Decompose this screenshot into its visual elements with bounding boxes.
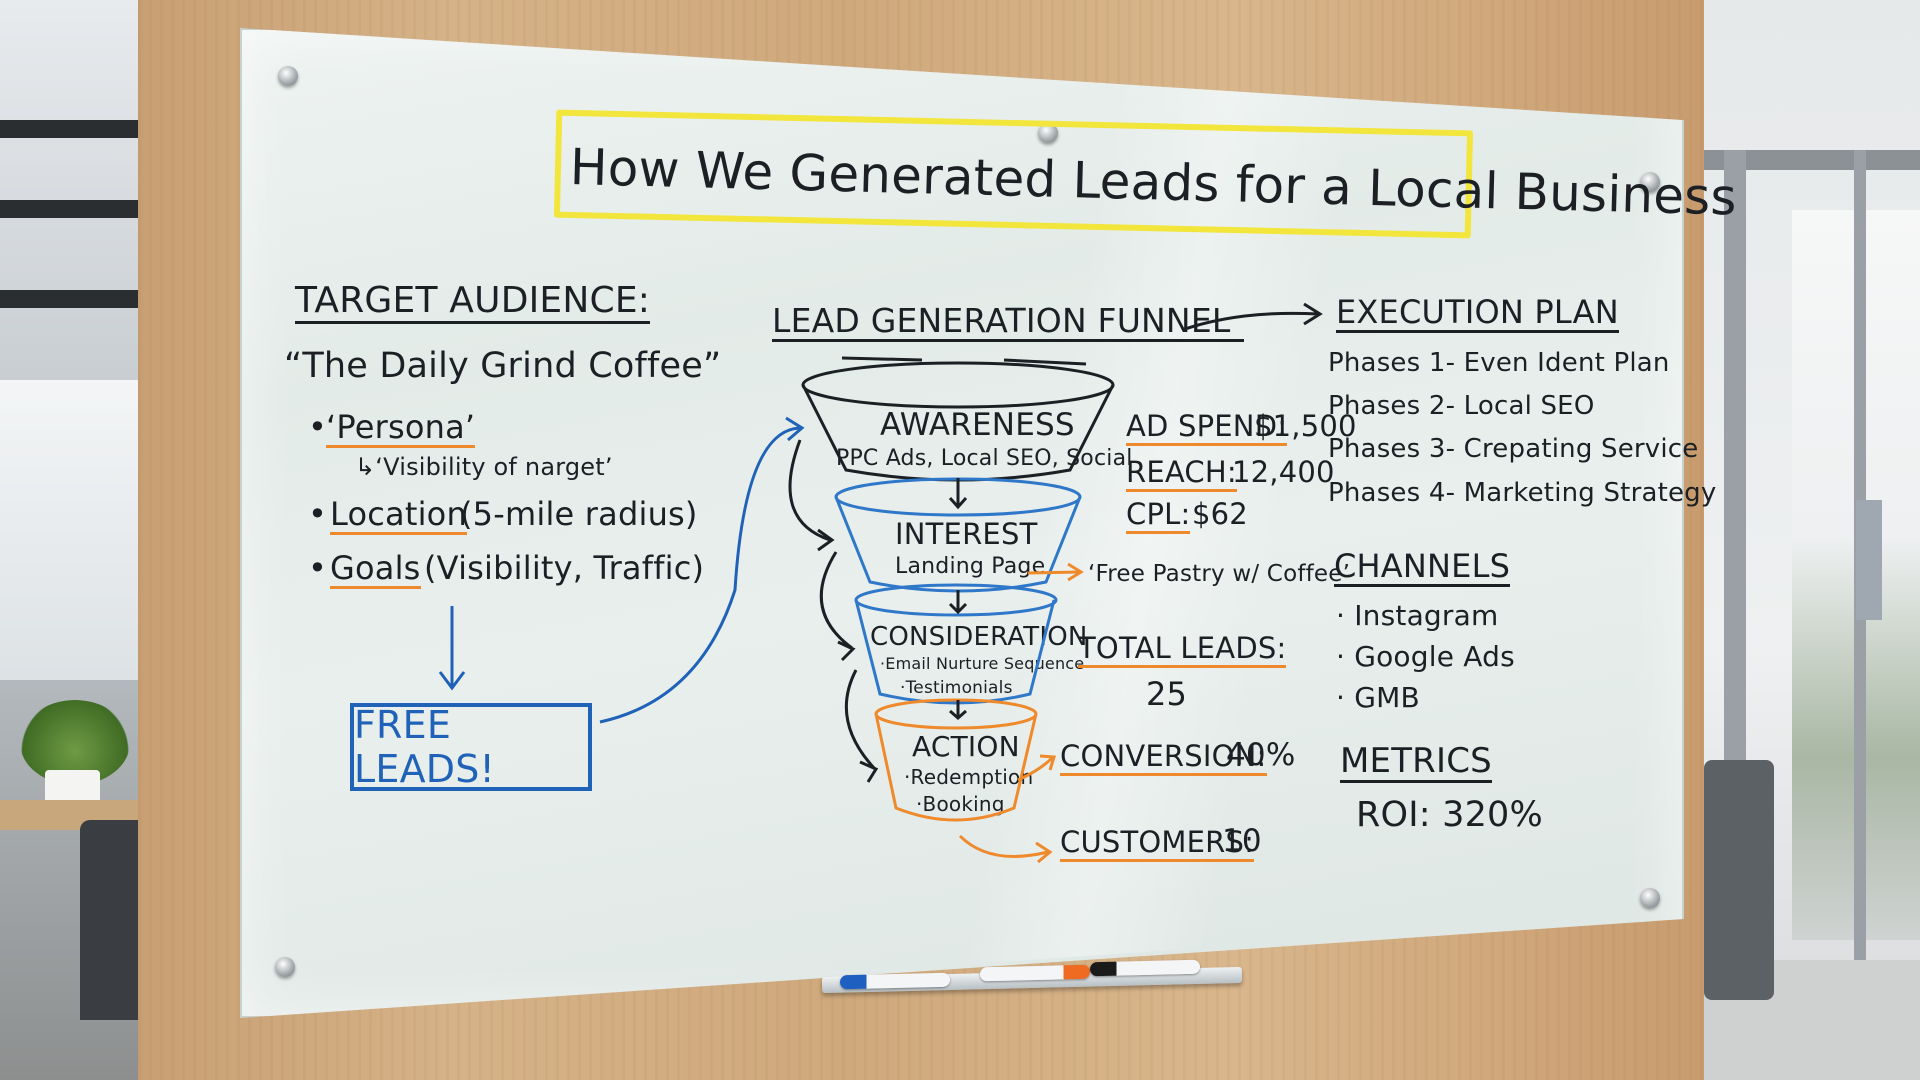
channel-item: · Google Ads [1336,640,1515,673]
ad-spend-label: AD SPEND: [1126,412,1288,446]
execution-plan-heading: EXECUTION PLAN [1336,293,1619,333]
phase-1: Phases 1- Even Ident Plan [1328,348,1670,378]
location-detail: (5-mile radius) [460,495,698,533]
goals-detail: (Visibility, Traffic) [424,549,705,587]
conversion-label: CONVERSION: [1060,742,1267,776]
customers-value: 10 [1222,823,1262,859]
goals-bullet: • [308,549,328,587]
stage-consideration-detail-2: ·Testimonials [900,678,1013,698]
window-frame [1704,150,1920,170]
channel-item: · GMB [1336,681,1420,714]
stage-action-name: ACTION [912,730,1020,763]
ceiling-light [0,200,150,218]
location-label: Location [330,495,467,535]
roi-value: ROI: 320% [1356,795,1543,835]
cpl-label: CPL: [1126,500,1191,534]
office-chair [1704,760,1774,1000]
ceiling-light [0,120,150,138]
board-standoff [1038,123,1058,143]
persona-label: ‘Persona’ [326,408,476,448]
cpl-value: $62 [1192,497,1248,531]
board-standoff [1640,172,1660,192]
ad-spend-value: $1,500 [1254,409,1357,443]
free-leads-box: FREE LEADS! [350,703,592,791]
distant-building [1856,500,1882,620]
goals-label: Goals [330,549,421,589]
stage-consideration-detail-1: ·Email Nurture Sequence [880,654,1085,673]
stage-consideration-name: CONSIDERATION [870,622,1088,652]
stage-interest-name: INTEREST [895,517,1038,551]
ceiling-light [0,290,150,308]
stage-awareness-name: AWARENESS [880,407,1075,443]
customers-label: CUSTOMERS: [1060,828,1255,862]
blue-marker[interactable] [839,972,951,990]
phase-2: Phases 2- Local SEO [1328,391,1595,421]
funnel-heading: LEAD GENERATION FUNNEL [772,304,1245,342]
office-window [0,380,150,680]
location-bullet: • [308,495,328,533]
offer-note: ‘Free Pastry w/ Coffee’ [1088,561,1351,587]
reach-value: 12,400 [1232,455,1335,489]
persona-note: ↳‘Visibility of narget’ [355,453,613,481]
persona-bullet: • [308,408,328,446]
channels-heading: CHANNELS [1334,547,1511,587]
stage-action-detail-2: ·Booking [916,792,1005,816]
total-leads-value: 25 [1146,675,1188,713]
stage-awareness-detail: PPC Ads, Local SEO, Social [836,446,1133,471]
office-background-left [0,0,150,1080]
orange-marker[interactable] [979,964,1091,982]
board-standoff [278,66,298,86]
channel-item: · Instagram [1336,599,1499,632]
target-audience-heading: TARGET AUDIENCE: [295,283,651,324]
metrics-heading: METRICS [1340,741,1492,783]
business-name: “The Daily Grind Coffee” [284,346,722,386]
stage-interest-detail: Landing Page [895,554,1046,579]
total-leads-label: TOTAL LEADS: [1078,634,1287,668]
reach-label: REACH: [1126,458,1237,492]
phase-4: Phases 4- Marketing Strategy [1328,478,1717,508]
office-background-right [1704,0,1920,1080]
conversion-value: 40% [1226,737,1296,773]
black-marker[interactable] [1089,959,1201,977]
board-standoff [1640,888,1660,908]
stage-action-detail-1: ·Redemption [904,765,1034,789]
phase-3: Phases 3- Crepating Service [1328,434,1699,464]
board-standoff [275,957,295,977]
